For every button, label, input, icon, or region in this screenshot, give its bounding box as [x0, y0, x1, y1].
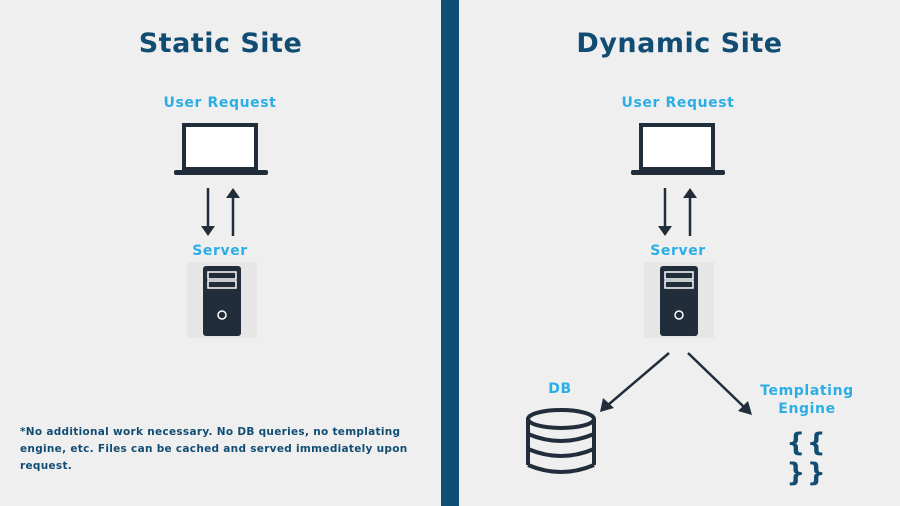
static-site-title: Static Site: [138, 28, 303, 59]
templating-label-line1: Templating: [760, 383, 854, 399]
static-request-arrows-icon: [201, 188, 240, 236]
templating-label-line2: Engine: [778, 401, 836, 417]
templating-engine-label: Templating Engine: [745, 382, 869, 418]
server-branch-arrows-icon: [600, 352, 752, 415]
dynamic-server-label: Server: [650, 243, 706, 259]
db-label: DB: [548, 381, 572, 397]
static-footnote: *No additional work necessary. No DB que…: [20, 426, 408, 472]
dynamic-server-icon: [644, 262, 714, 338]
static-server-label: Server: [192, 243, 248, 259]
dynamic-site-title: Dynamic Site: [576, 28, 783, 59]
arrow-to-db-icon: [600, 352, 670, 412]
arrow-to-templating-icon: [687, 352, 752, 415]
static-user-request-label: User Request: [163, 95, 277, 111]
static-laptop-icon: [174, 123, 268, 175]
panel-divider: [441, 0, 459, 506]
dynamic-user-request-label: User Request: [621, 95, 735, 111]
dynamic-request-arrows-icon: [658, 188, 697, 236]
dynamic-laptop-icon: [631, 123, 725, 175]
static-site-panel: Static Site: [0, 0, 441, 506]
dynamic-site-panel: Dynamic Site: [459, 0, 900, 506]
template-braces-icon: {{ }}: [786, 428, 828, 488]
database-icon: [526, 408, 596, 474]
static-server-icon: [187, 262, 257, 338]
